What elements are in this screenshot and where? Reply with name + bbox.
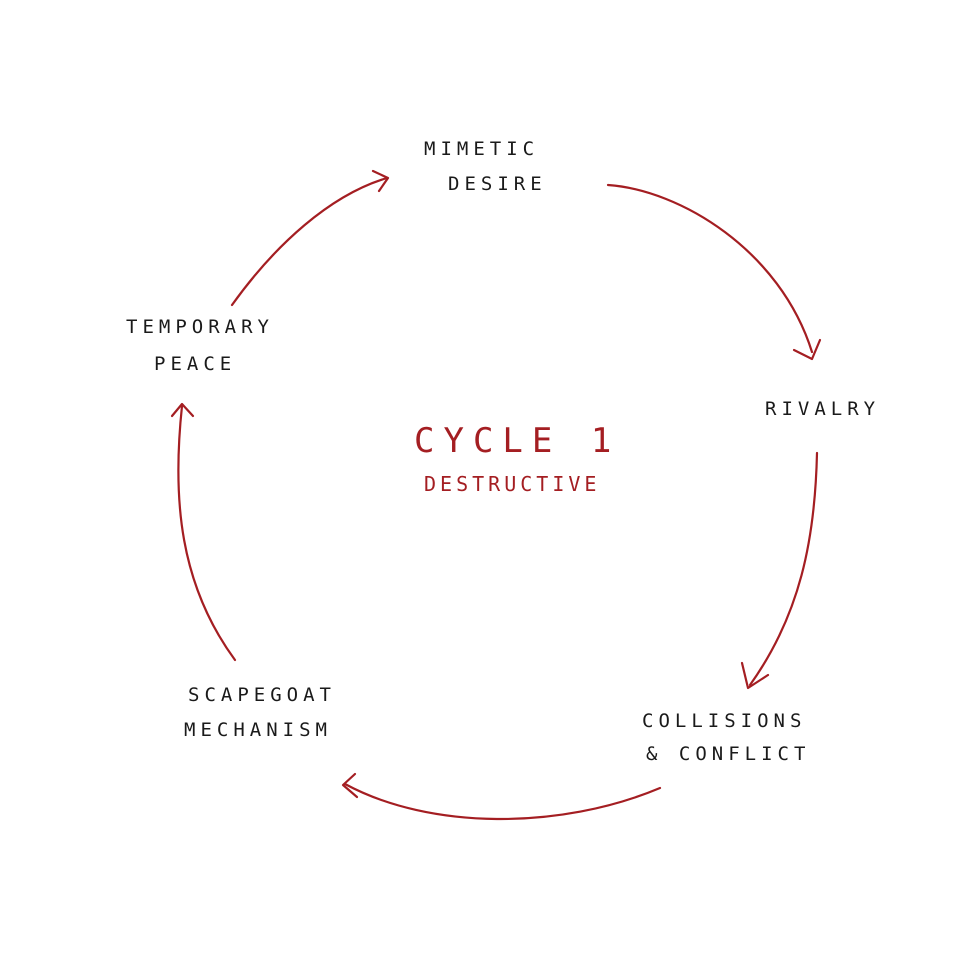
node-rivalry: RIVALRY	[765, 400, 880, 419]
cycle-title: CYCLE 1	[414, 421, 621, 461]
node-mimetic-desire: MIMETIC DESIRE	[424, 140, 547, 194]
node-label-line: MECHANISM	[184, 719, 332, 741]
arrow-scapegoat-to-peace	[170, 402, 237, 662]
node-temporary-peace: TEMPORARY PEACE	[126, 318, 274, 374]
node-scapegoat-mechanism: SCAPEGOAT MECHANISM	[184, 684, 336, 740]
node-label-line: TEMPORARY	[126, 316, 274, 338]
arrow-peace-to-mimetic-desire	[230, 169, 390, 307]
arrow-collisions-to-scapegoat	[341, 772, 662, 821]
node-label-line: SCAPEGOAT	[188, 684, 336, 706]
node-label-line: MIMETIC	[424, 138, 540, 160]
node-label-line: RIVALRY	[765, 398, 881, 420]
arrow-rivalry-to-collisions	[740, 451, 819, 690]
node-label-line: PEACE	[154, 353, 237, 375]
arrow-mimetic-desire-to-rivalry	[606, 183, 822, 361]
node-label-line: DESIRE	[448, 173, 547, 195]
node-label-line: & CONFLICT	[646, 743, 811, 765]
node-label-line: COLLISIONS	[642, 710, 807, 732]
node-collisions-conflict: COLLISIONS & CONFLICT	[642, 712, 810, 764]
cycle-subtitle: DESTRUCTIVE	[424, 472, 601, 496]
